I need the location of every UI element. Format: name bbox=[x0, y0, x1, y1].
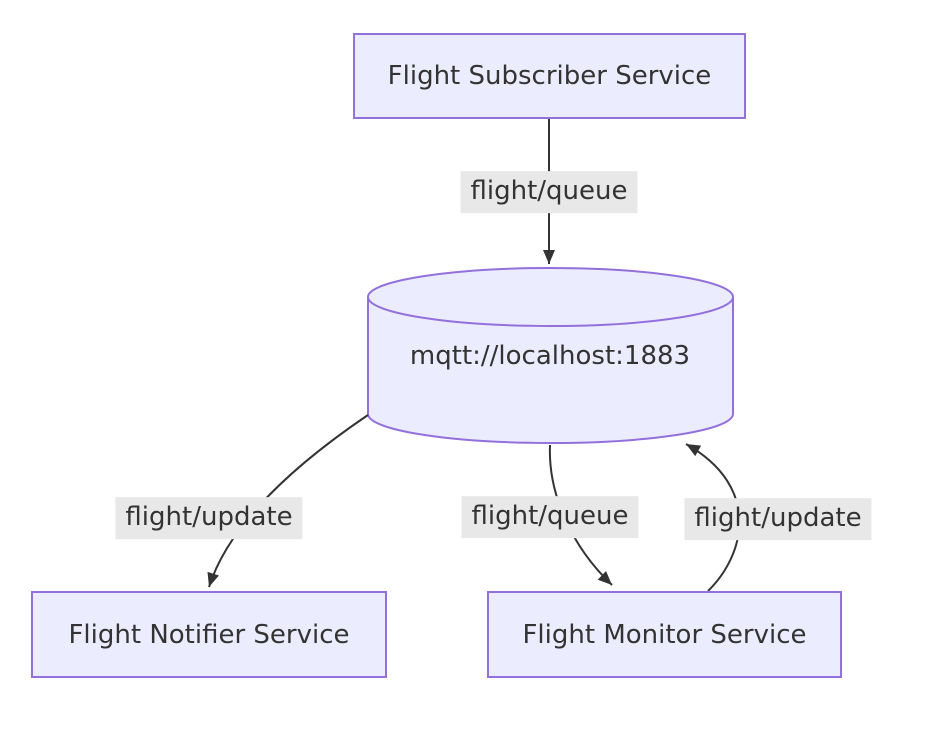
edge-label-flight-queue-top: flight/queue bbox=[460, 171, 638, 213]
node-mqtt-broker-cylinder bbox=[367, 267, 734, 444]
node-mqtt-broker-label: mqtt://localhost:1883 bbox=[409, 341, 691, 371]
cylinder-outline bbox=[367, 267, 734, 444]
node-label: Flight Monitor Service bbox=[522, 619, 807, 650]
node-label: Flight Notifier Service bbox=[68, 619, 350, 650]
edge-label-flight-queue-middle: flight/queue bbox=[461, 496, 639, 538]
node-label: Flight Subscriber Service bbox=[387, 61, 712, 91]
node-flight-subscriber-service: Flight Subscriber Service bbox=[353, 33, 746, 119]
cylinder-front-rim bbox=[367, 296, 734, 327]
node-flight-monitor-service: Flight Monitor Service bbox=[487, 591, 842, 678]
edge-label-flight-update-right: flight/update bbox=[684, 498, 872, 540]
edge-label-flight-update-left: flight/update bbox=[115, 497, 303, 539]
node-flight-notifier-service: Flight Notifier Service bbox=[31, 591, 387, 678]
